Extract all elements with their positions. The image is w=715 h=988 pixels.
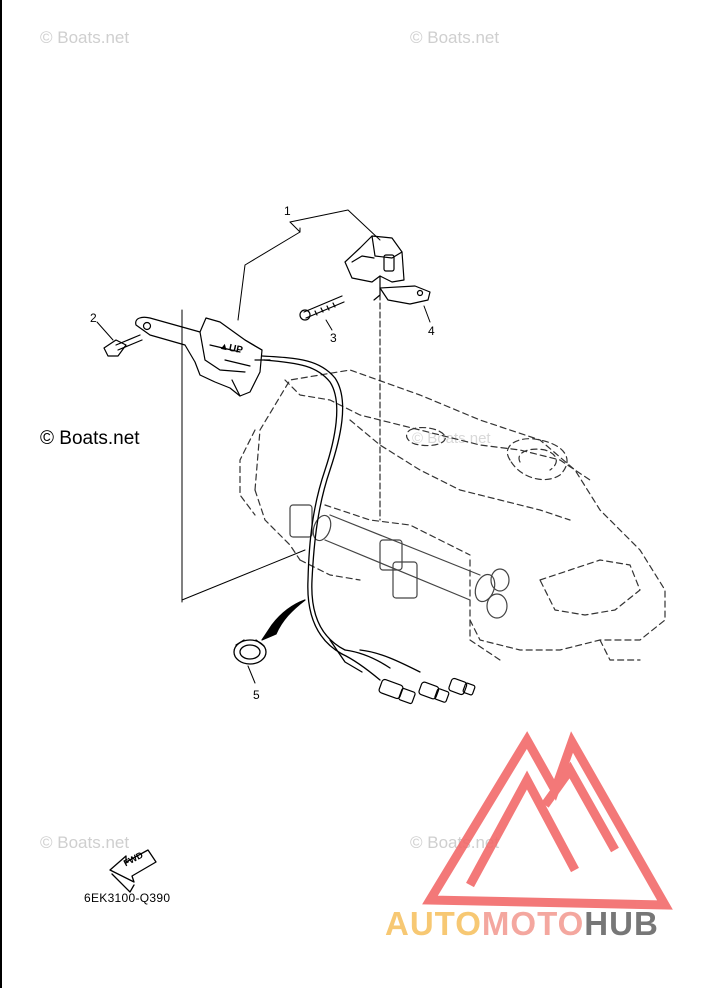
direction-arrow — [261, 599, 306, 641]
wire-clamp — [233, 639, 267, 665]
wire-connectors — [378, 677, 476, 705]
copyright-text: © Boats.net — [40, 428, 140, 449]
left-border — [0, 0, 2, 988]
watermark: © Boats.net — [410, 28, 500, 47]
bracket-assembly — [239, 369, 666, 661]
tilt-tube — [289, 504, 510, 619]
brand-logo: AUTOMOTOHUB — [385, 905, 659, 943]
sensor-plate — [379, 285, 431, 305]
callout-4: 4 — [428, 324, 435, 338]
bolt — [103, 334, 143, 357]
diagram-code: 6EK3100-Q390 — [84, 891, 171, 905]
leader-lines — [96, 209, 431, 684]
logo-text-auto: AUTO — [385, 905, 482, 942]
watermark: © Boats.net — [410, 833, 500, 852]
callout-1: 1 — [284, 204, 291, 218]
logo-mark — [422, 731, 673, 910]
trim-sensor-bracket — [135, 316, 271, 397]
callout-5: 5 — [253, 688, 260, 702]
fwd-arrow — [109, 849, 157, 893]
trim-sensor — [344, 235, 405, 301]
logo-text-moto: MOTO — [481, 905, 585, 942]
callout-2: 2 — [90, 311, 97, 325]
logo-text-hub: HUB — [584, 905, 659, 942]
screw — [299, 295, 345, 321]
watermark: © Boats.net — [40, 833, 130, 852]
wire-harness — [261, 355, 421, 681]
watermark: © Boats.net — [40, 28, 130, 47]
callout-3: 3 — [330, 331, 337, 345]
